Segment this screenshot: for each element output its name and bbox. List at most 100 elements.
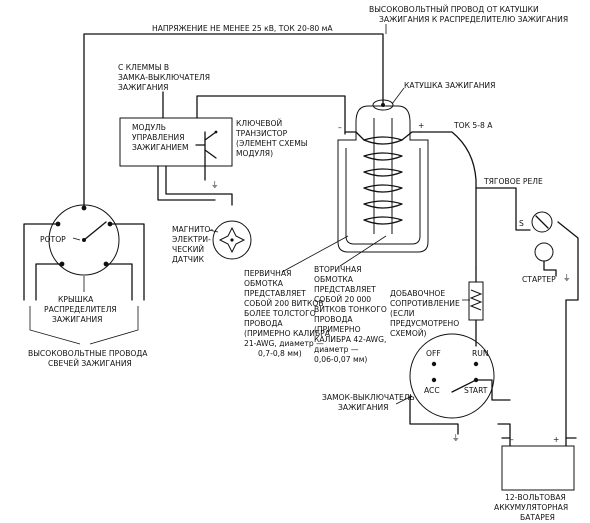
from-terminal-label-2: ЗАМКА-ВЫКЛЮЧАТЕЛЯ bbox=[118, 73, 210, 82]
traction-relay bbox=[531, 211, 553, 233]
primary-label-7: (ПРИМЕРНО КАЛИБРА bbox=[244, 329, 331, 338]
distributor-cap-label-3: ЗАЖИГАНИЯ bbox=[52, 315, 102, 324]
distributor-cap-outline bbox=[48, 204, 120, 276]
resistor-label-2: СОПРОТИВЛЕНИЕ bbox=[390, 299, 460, 308]
coil-minus: – bbox=[338, 123, 342, 132]
high-voltage-coil-lead bbox=[83, 33, 384, 209]
ignition-switch-label-1: ЗАМОК-ВЫКЛЮЧАТЕЛЬ bbox=[322, 393, 415, 402]
hv-lead-label-line-2: ЗАЖИГАНИЯ К РАСПРЕДЕЛИТЕЛЮ ЗАЖИГАНИЯ bbox=[379, 15, 568, 24]
battery-label-3: БАТАРЕЯ bbox=[520, 513, 555, 522]
sensor-callout bbox=[208, 229, 219, 233]
battery bbox=[501, 445, 575, 491]
sensor-wire-2 bbox=[165, 165, 233, 206]
ignition-switch bbox=[409, 333, 495, 419]
ignition-switch-callout bbox=[395, 395, 413, 405]
switch-ground-wire bbox=[409, 395, 459, 435]
transistor-label-2: ТРАНЗИСТОР bbox=[235, 129, 288, 138]
distributor-cap-label-2: РАСПРЕДЕЛИТЕЛЯ bbox=[44, 305, 117, 314]
spark-leads-label-1: ВЫСОКОВОЛЬТНЫЕ ПРОВОДА bbox=[28, 349, 148, 358]
module-label-3: ЗАЖИГАНИЕМ bbox=[132, 143, 189, 152]
battery-minus: – bbox=[510, 435, 514, 444]
switch-run-label: RUN bbox=[472, 349, 489, 358]
secondary-label-5: ВИТКОВ ТОНКОГО bbox=[314, 305, 387, 314]
magnetic-sensor-star-icon bbox=[218, 226, 246, 254]
traction-relay-label: ТЯГОВОЕ РЕЛЕ bbox=[483, 177, 543, 186]
secondary-label-10: 0,06-0,07 мм) bbox=[314, 355, 367, 364]
ignition-switch-label-2: ЗАЖИГАНИЯ bbox=[338, 403, 388, 412]
sensor-label-2: ЭЛЕКТРИ- bbox=[172, 235, 211, 244]
transistor-label-3: (ЭЛЕМЕНТ СХЕМЫ bbox=[236, 139, 307, 148]
distributor-cap-label-1: КРЫШКА bbox=[58, 295, 94, 304]
resistor-label-5: СХЕМОЙ) bbox=[390, 329, 427, 338]
transistor-label-1: КЛЮЧЕВОЙ bbox=[236, 119, 282, 128]
coil-outer-case bbox=[337, 105, 429, 253]
secondary-label-1: ВТОРИЧНАЯ bbox=[314, 265, 361, 274]
secondary-label-3: ПРЕДСТАВЛЯЕТ bbox=[314, 285, 376, 294]
from-terminal-label-3: ЗАЖИГАНИЯ bbox=[118, 83, 168, 92]
module-ground-symbol: ⏚ bbox=[211, 180, 219, 189]
spark-plug-lead-1 bbox=[23, 223, 59, 301]
resistor-label-3: (ЕСЛИ bbox=[390, 309, 414, 318]
current-label: ТОК 5-8 А bbox=[453, 121, 493, 130]
coil-plus: + bbox=[418, 121, 424, 130]
coil-plus-wire bbox=[419, 131, 477, 269]
primary-label-3: ПРЕДСТАВЛЯЕТ bbox=[244, 289, 306, 298]
secondary-label-2: ОБМОТКА bbox=[314, 275, 354, 284]
sensor-label-3: ЧЕСКИЙ bbox=[172, 245, 204, 254]
module-label-2: УПРАВЛЕНИЯ bbox=[132, 133, 185, 142]
secondary-label-6: ПРОВОДА bbox=[314, 315, 353, 324]
resistor-label-1: ДОБАВОЧНОЕ bbox=[390, 289, 445, 298]
battery-label-2: АККУМУЛЯТОРНАЯ bbox=[494, 503, 568, 512]
starter-ground-symbol: ⏚ bbox=[563, 273, 571, 282]
magnetic-sensor bbox=[212, 220, 252, 260]
spark-plug-lead-4 bbox=[109, 223, 145, 301]
primary-label-9: 0,7-0,8 мм) bbox=[258, 349, 302, 358]
ignition-module-box bbox=[119, 117, 233, 167]
resistor-label-4: ПРЕДУСМОТРЕНО bbox=[390, 319, 459, 328]
from-terminal-label-1: С КЛЕММЫ В bbox=[118, 63, 169, 72]
rotor-label: РОТОР bbox=[40, 235, 66, 244]
primary-label-8: 21-AWG, диаметр — bbox=[244, 339, 324, 348]
rotor-callout bbox=[72, 237, 81, 241]
transistor-symbol bbox=[195, 130, 218, 159]
switch-start-label: START bbox=[464, 386, 488, 395]
battery-ground-wire bbox=[497, 423, 511, 439]
primary-label-1: ПЕРВИЧНАЯ bbox=[244, 269, 291, 278]
secondary-callout bbox=[339, 235, 387, 267]
hv-lead-label-line-1: ВЫСОКОВОЛЬТНЫЙ ПРОВОД ОТ КАТУШКИ bbox=[369, 5, 539, 14]
primary-label-2: ОБМОТКА bbox=[244, 279, 284, 288]
sensor-label-4: ДАТЧИК bbox=[172, 255, 205, 264]
primary-winding bbox=[363, 136, 403, 225]
spark-leads-label-2: СВЕЧЕЙ ЗАЖИГАНИЯ bbox=[48, 359, 132, 368]
primary-label-4: СОБОЙ 200 ВИТКОВ bbox=[244, 299, 324, 308]
secondary-label-8: КАЛИБРА 42-AWG, bbox=[314, 335, 386, 344]
coil-inner-case bbox=[345, 148, 421, 245]
switch-start-wire bbox=[475, 379, 511, 401]
coil-hv-tower bbox=[372, 99, 394, 111]
voltage-label: НАПРЯЖЕНИЕ НЕ МЕНЕЕ 25 кВ, ТОК 20-80 мА bbox=[152, 24, 333, 33]
coil-label: КАТУШКА ЗАЖИГАНИЯ bbox=[404, 81, 495, 90]
spark-plug-lead-2 bbox=[35, 263, 63, 301]
transistor-label-4: МОДУЛЯ) bbox=[236, 149, 273, 158]
secondary-label-9: диаметр — bbox=[314, 345, 359, 354]
secondary-label-4: СОБОЙ 20 000 bbox=[314, 295, 371, 304]
relay-feed-wire bbox=[475, 187, 531, 231]
primary-callout bbox=[281, 235, 349, 273]
primary-label-5: БОЛЕЕ ТОЛСТОГО bbox=[244, 309, 316, 318]
switch-ground-symbol: ⏚ bbox=[452, 433, 460, 442]
coil-callout bbox=[391, 87, 405, 105]
module-to-coil-minus-wire bbox=[196, 95, 346, 135]
secondary-label-7: (ПРИМЕРНО bbox=[314, 325, 361, 334]
ballast-resistor bbox=[468, 281, 484, 321]
switch-off-label: OFF bbox=[426, 349, 441, 358]
rotor-arm bbox=[83, 221, 107, 241]
ignition-switch-body bbox=[409, 333, 495, 419]
ignition-switch-arm bbox=[451, 379, 477, 393]
ignition-coil bbox=[337, 99, 429, 253]
battery-plus: + bbox=[553, 435, 559, 444]
sensor-wire bbox=[157, 165, 216, 201]
battery-positive-wire bbox=[557, 221, 579, 439]
module-label-1: МОДУЛЬ bbox=[132, 123, 166, 132]
sensor-label-1: МАГНИТО- bbox=[172, 225, 213, 234]
